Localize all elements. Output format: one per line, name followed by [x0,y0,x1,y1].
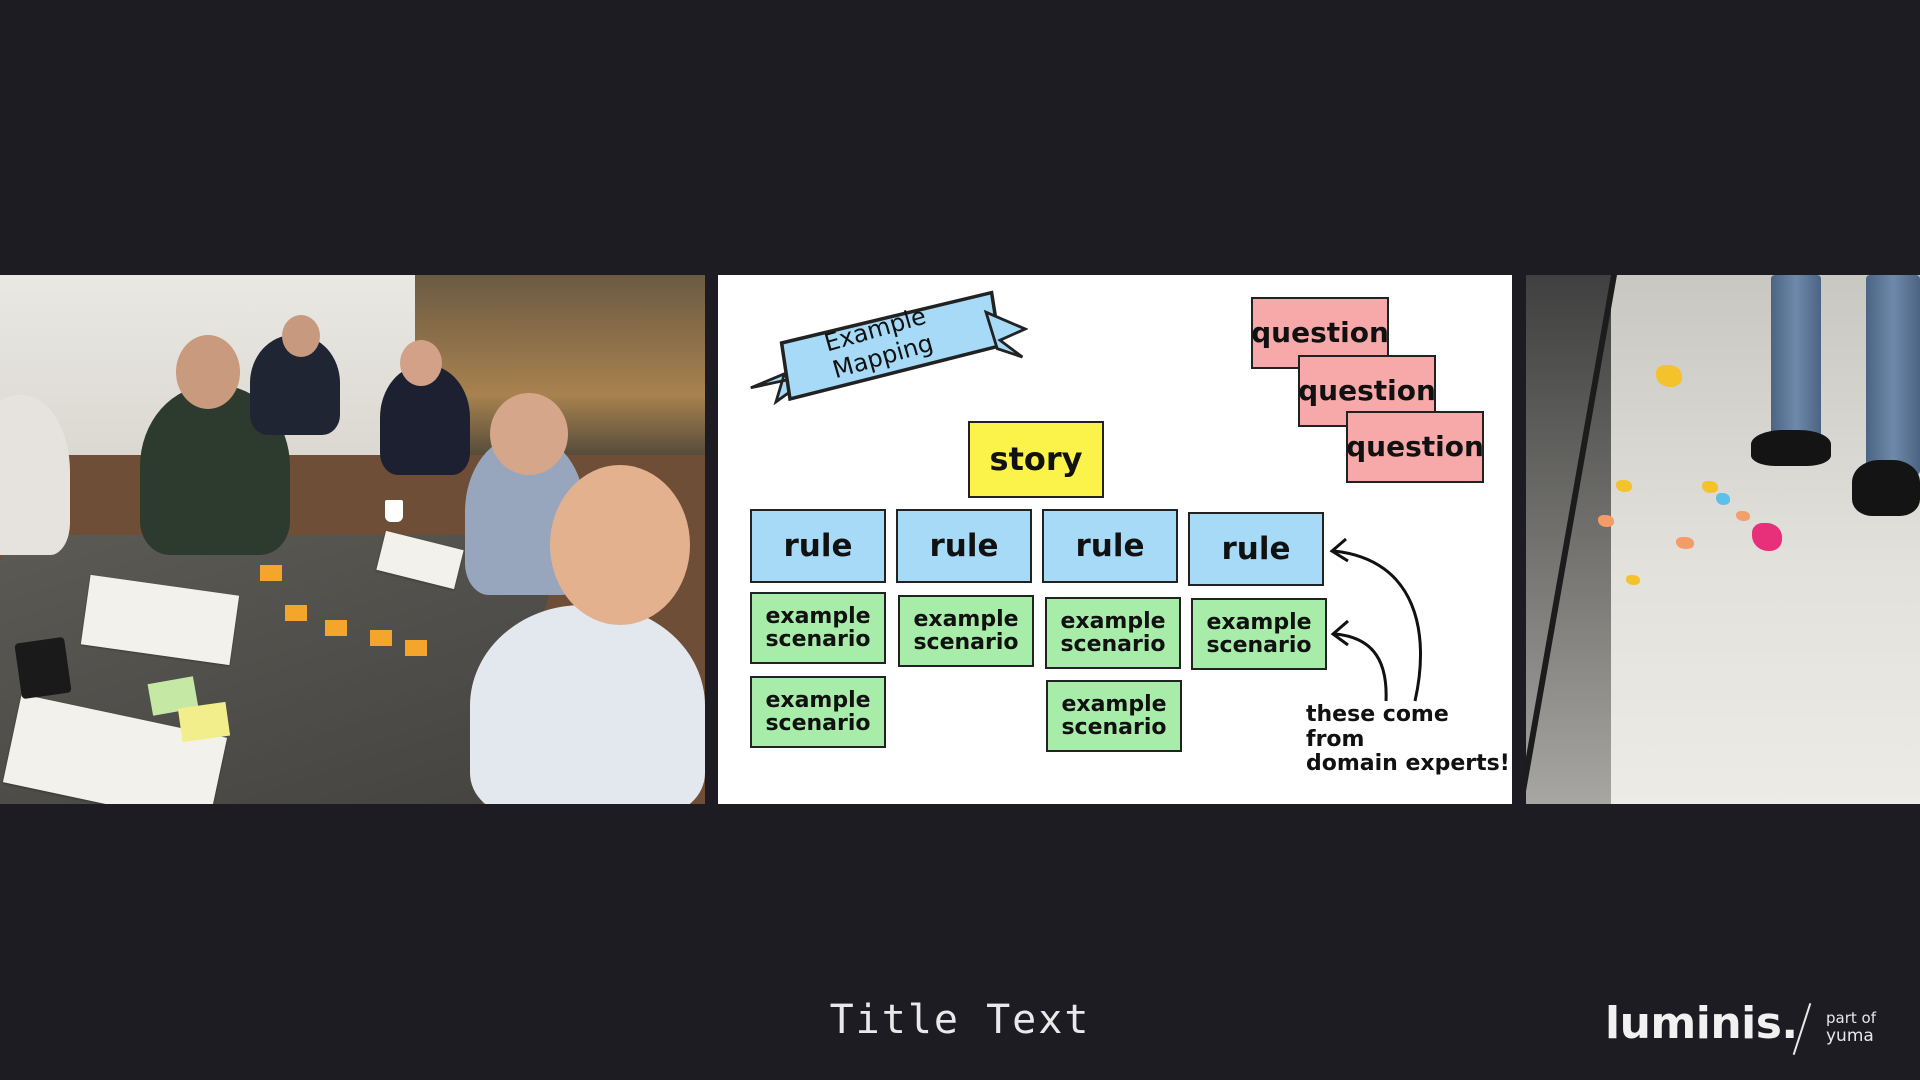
photo-paper-ball [1716,493,1730,505]
photo-paper-ball [1752,523,1782,551]
rule-card: rule [750,509,886,583]
luminis-logo: luminis. part of yuma [1605,998,1895,1058]
photo-paper-ball [1702,481,1718,493]
photo-person-head [400,340,442,386]
photo-shoe [1751,430,1831,466]
banner-ribbon [750,290,1028,406]
scenario-card: example scenario [750,592,886,664]
photo-cup [385,500,403,522]
photo-paper-ball [1656,365,1682,387]
photo-person-head [176,335,240,409]
rule-card: rule [1188,512,1324,586]
scenario-card: example scenario [1045,597,1181,669]
logo-part-of: part of [1826,1009,1876,1027]
workshop-photo [0,275,705,804]
scenario-card: example scenario [898,595,1034,667]
photo-paper-ball [1616,480,1632,492]
scenario-card: example scenario [1191,598,1327,670]
photo-person [470,605,705,804]
photo-sticky-note [370,630,392,646]
slide-title: Title Text [829,997,1091,1043]
photo-leg [1866,275,1920,475]
example-mapping-diagram: Example Mapping story question question … [718,275,1512,804]
photo-person-head [282,315,320,357]
logo-wordmark: luminis. [1605,998,1798,1049]
photo-person-head [490,393,568,475]
photo-sticky-note [260,565,282,581]
photo-paper-ball [1598,515,1614,527]
photo-sticky-note [285,605,307,621]
floor-photo [1526,275,1920,804]
photo-phone [14,636,72,700]
rule-card: rule [1042,509,1178,583]
domain-experts-note: these come from domain experts! [1306,702,1512,777]
photo-shoe [1852,460,1920,516]
photo-paper-ball [1736,511,1750,521]
question-card: question [1346,411,1484,483]
photo-person-head [550,465,690,625]
photo-paper-ball [1626,575,1640,585]
photo-leg [1771,275,1821,445]
scenario-card: example scenario [750,676,886,748]
photo-sticky-note [177,701,231,743]
rule-card: rule [896,509,1032,583]
photo-sticky-note [325,620,347,636]
photo-person [0,395,70,555]
note-line: these come from [1306,702,1449,752]
photo-sticky-note [405,640,427,656]
note-line: domain experts! [1306,751,1510,777]
story-card: story [968,421,1104,498]
photo-paper-ball [1676,537,1694,549]
logo-brand: yuma [1826,1026,1874,1046]
scenario-card: example scenario [1046,680,1182,752]
